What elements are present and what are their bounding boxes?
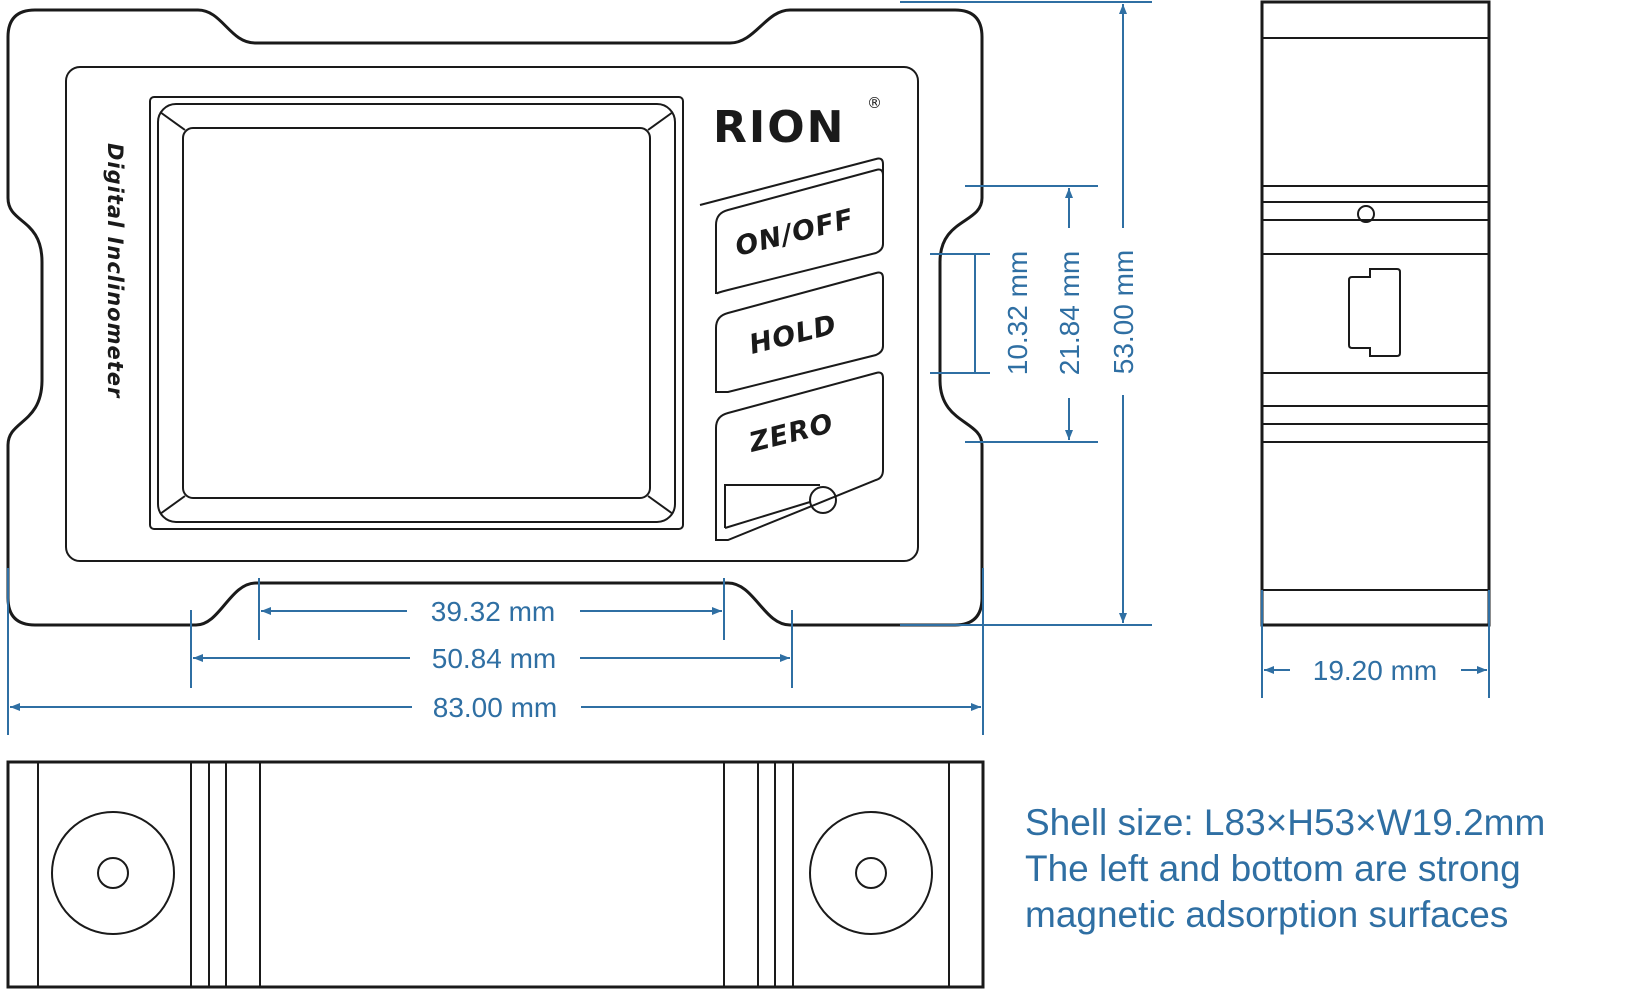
magnet-mount-right [809,811,933,935]
magnet-mount-left [51,811,175,935]
front-panel [65,66,919,562]
spec-notes: Shell size: L83×H53×W19.2mm The left and… [1025,800,1545,938]
dimension-lines: 83.00 mm 50.84 mm 39.32 mm 19.20 mm 53.0… [7,1,1490,735]
bottom-outline [6,760,985,989]
brand-logo: RION ® [713,94,882,153]
width-dimension-label: 19.20 mm [1313,655,1438,686]
notch-inner-dimension-label: 10.32 mm [1002,251,1033,376]
display-screen [149,96,684,530]
height-dimension-label: 53.00 mm [1108,250,1139,375]
side-outline [1260,0,1491,627]
usb-port-icon [1348,268,1401,357]
notch-outer-dimension-label: 21.84 mm [1054,251,1085,376]
mount-inner-dimension-label: 39.32 mm [431,596,556,627]
side-led-icon [1357,205,1375,223]
bottom-view [6,760,985,989]
length-dimension-label: 83.00 mm [433,692,558,723]
front-view: RION ® Digital Inclinometer ON/OFF HOLD … [6,8,984,627]
side-label: Digital Inclinometer [103,143,127,399]
mount-outer-dimension-label: 50.84 mm [432,643,557,674]
side-view [1260,0,1491,627]
note-shell-size: Shell size: L83×H53×W19.2mm [1025,802,1546,843]
registered-mark: ® [867,94,882,112]
note-magnetic-1: The left and bottom are strong [1025,848,1521,889]
power-indicator-led [724,484,837,529]
brand-text: RION [713,102,845,153]
note-magnetic-2: magnetic adsorption surfaces [1025,894,1509,935]
